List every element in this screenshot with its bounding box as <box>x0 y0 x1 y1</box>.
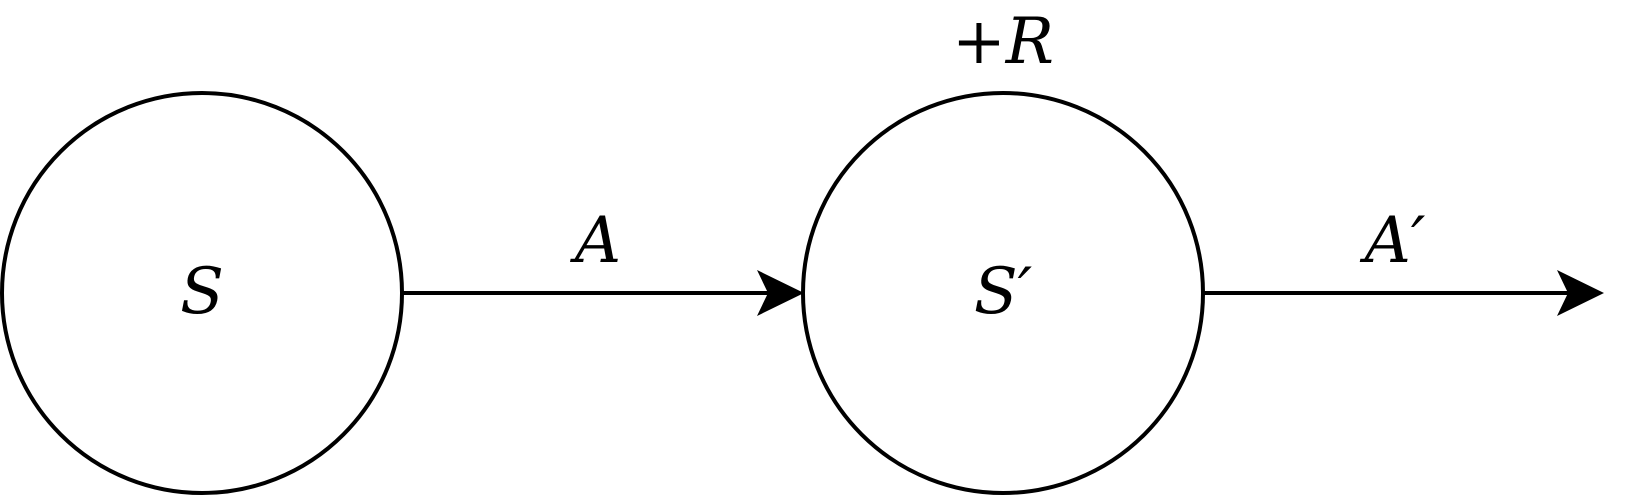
node-s-prime-label: S′ <box>974 255 1033 329</box>
arrowhead-icon <box>1557 270 1604 316</box>
reward-annotation: +R <box>952 5 1054 79</box>
edge-s-prime-out: A′ <box>1203 204 1604 316</box>
edge-a-prime-label: A′ <box>1360 204 1426 278</box>
node-s: S <box>0 91 404 495</box>
node-s-label: S <box>180 255 224 329</box>
arrowhead-icon <box>757 270 804 316</box>
edge-s-to-s-prime: A <box>402 204 804 316</box>
node-s-prime: S′ +R <box>801 5 1205 495</box>
edge-a-label: A <box>570 204 621 278</box>
